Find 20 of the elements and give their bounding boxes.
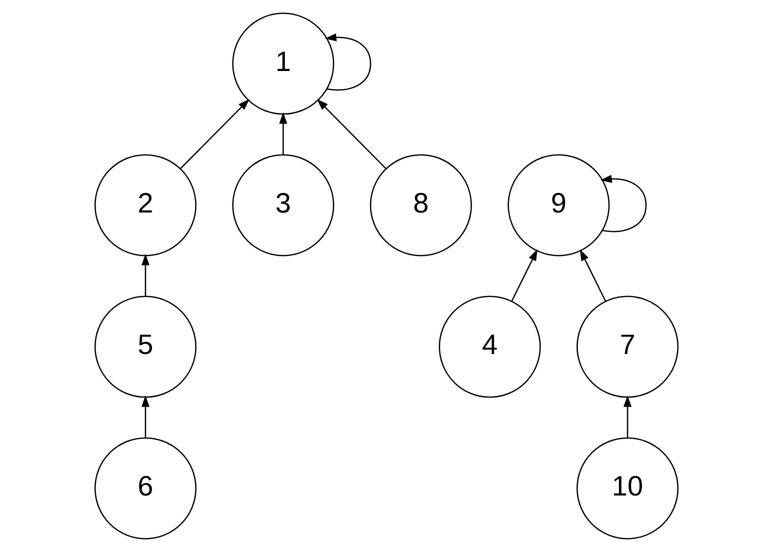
arrow: [180, 98, 250, 169]
node-circle: 6: [94, 437, 196, 540]
arrow: [324, 33, 371, 91]
arrow: [140, 254, 149, 296]
node-circle: 4: [438, 296, 540, 398]
node-circle: 10: [576, 437, 678, 540]
arrow: [316, 98, 386, 169]
node-circle: 5: [94, 296, 196, 398]
arrow: [510, 249, 537, 302]
arrow: [579, 249, 606, 302]
node-circle: 9: [507, 154, 610, 256]
node-circle: 7: [576, 296, 678, 398]
node-circle: 8: [369, 154, 472, 256]
arrow: [600, 174, 646, 232]
arrow: [623, 395, 632, 438]
arrow: [140, 395, 149, 438]
node-circle: 1: [232, 12, 334, 115]
arrow: [278, 112, 287, 155]
node-circle: 3: [232, 154, 334, 256]
node-circle: 2: [94, 154, 196, 256]
